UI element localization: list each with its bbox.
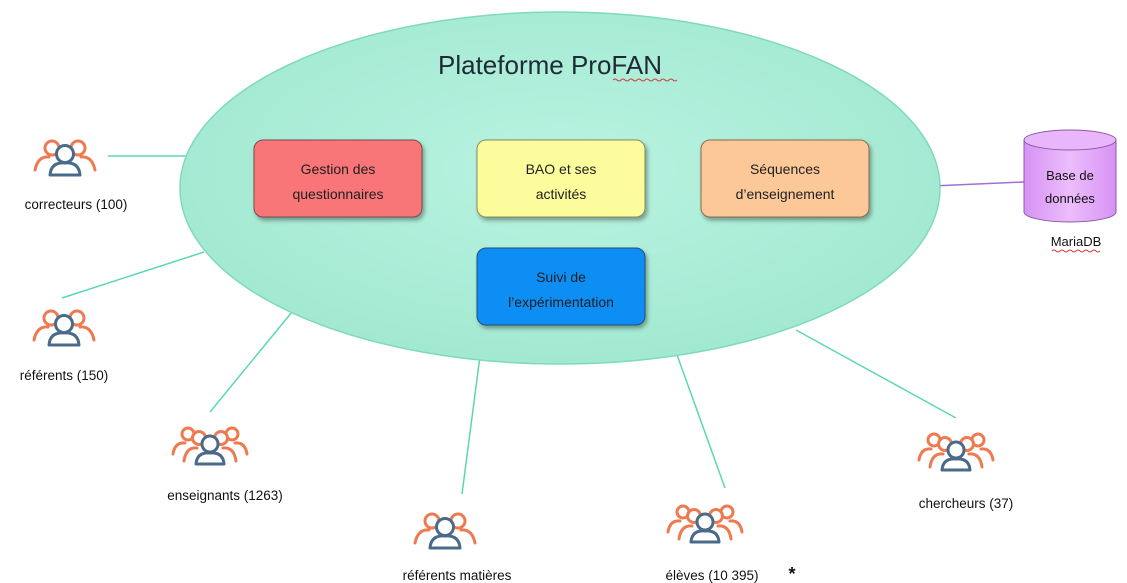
connector-eleves [675,351,726,489]
actor-referents-matieres: référents matières [403,512,512,583]
actor-enseignants-label: enseignants (1263) [167,488,283,503]
module-gestion-line1: Gestion des [301,161,376,177]
database-caption: MariaDB [1051,234,1102,249]
actor-chercheurs-label: chercheurs (37) [919,496,1014,511]
database-cylinder: Base de données [1023,129,1117,223]
module-suivi-line1: Suivi de [536,269,586,285]
actor-eleves-asterisk: * [788,564,795,583]
actor-correcteurs-label: correcteurs (100) [25,197,128,212]
database-line2: données [1045,191,1095,206]
actor-chercheurs: chercheurs (37) [917,432,1014,511]
actor-eleves: élèves (10 395) * [665,504,796,583]
people-group-icon [917,432,995,472]
platform-title: Plateforme ProFAN [438,50,662,80]
actor-correcteurs: correcteurs (100) [25,139,128,212]
database-line1: Base de [1046,168,1094,183]
module-suivi-experimentation: Suivi de l’expérimentation [476,247,646,326]
module-suivi-line2: l’expérimentation [508,294,614,310]
connector-referents-matieres [461,355,481,495]
people-group-icon [413,512,477,550]
db-caption-spellcheck-underline [1051,249,1101,253]
people-group-icon [32,309,96,347]
actor-eleves-label: élèves (10 395) [665,568,758,583]
connector-referents [61,251,205,299]
people-group-icon [666,504,744,544]
module-gestion-questionnaires: Gestion des questionnaires [253,139,423,218]
connector-database [931,181,1025,187]
connector-chercheurs [795,329,957,419]
module-bao-line1: BAO et ses [526,161,597,177]
actor-referents: référents (150) [20,309,109,383]
actor-enseignants: enseignants (1263) [167,426,283,503]
module-bao-line2: activités [536,186,587,202]
title-spellcheck-underline [612,78,678,82]
actor-referents-matieres-label: référents matières [403,568,512,583]
module-sequences-line2: d’enseignement [736,186,835,202]
connector-enseignants [209,311,293,413]
people-group-icon [171,426,249,466]
actor-referents-label: référents (150) [20,368,109,383]
connector-lines [61,155,1025,495]
module-gestion-line2: questionnaires [292,186,383,202]
people-group-icon [33,139,97,177]
module-bao-activites: BAO et ses activités [476,139,646,218]
module-sequences-enseignement: Séquences d’enseignement [700,139,870,218]
module-sequences-line1: Séquences [750,161,820,177]
